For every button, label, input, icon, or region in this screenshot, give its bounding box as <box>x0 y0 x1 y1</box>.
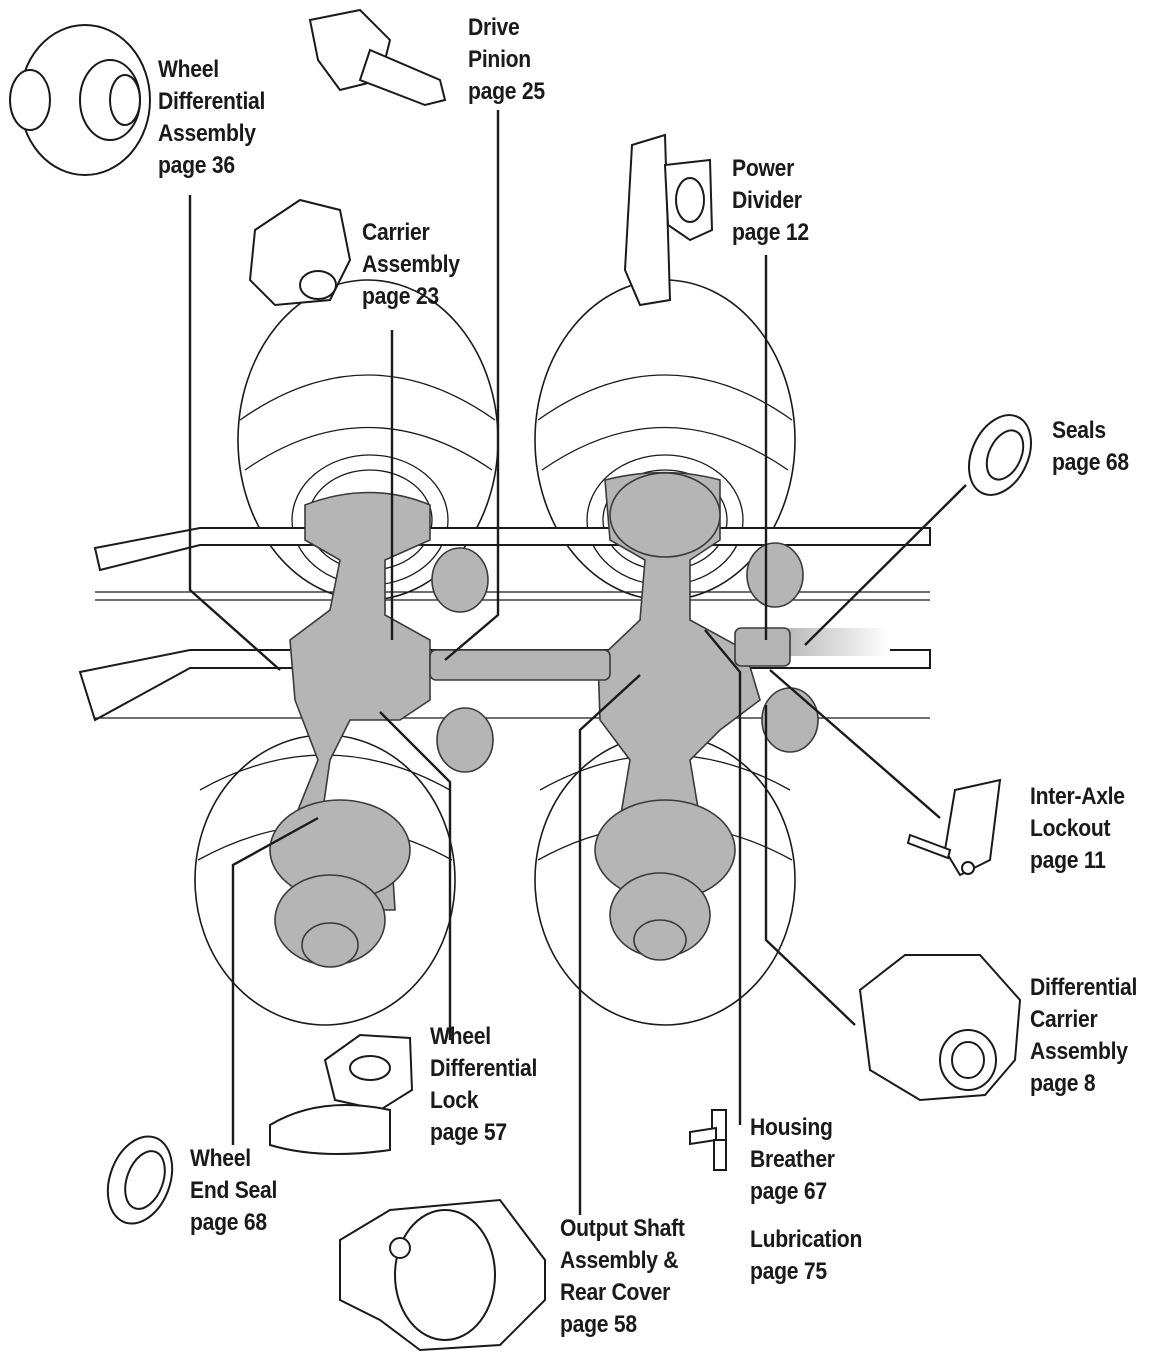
drive-pinion-part <box>310 10 445 105</box>
callout-power-divider: Power Divider page 12 <box>732 153 809 249</box>
callout-carrier-assembly: Carrier Assembly page 23 <box>362 217 460 313</box>
callout-differential-carrier-assembly: Differential Carrier Assembly page 8 <box>1030 972 1137 1100</box>
callout-seals: Seals page 68 <box>1052 415 1129 479</box>
output-shaft-rear-cover-part <box>340 1200 545 1350</box>
seals-part <box>957 405 1043 505</box>
callout-inter-axle-lockout: Inter-Axle Lockout page 11 <box>1030 781 1125 877</box>
callout-housing-breather: Housing Breather page 67 <box>750 1112 835 1208</box>
wheel-differential-lock-part <box>270 1035 412 1154</box>
power-divider-part <box>625 135 712 305</box>
callout-output-shaft-assembly: Output Shaft Assembly & Rear Cover page … <box>560 1213 685 1341</box>
wheel-differential-assembly-part <box>10 25 150 175</box>
callout-wheel-differential-assembly: Wheel Differential Assembly page 36 <box>158 54 265 182</box>
callout-wheel-end-seal: Wheel End Seal page 68 <box>190 1143 277 1239</box>
inter-axle-lockout-part <box>908 780 1000 875</box>
callout-drive-pinion: Drive Pinion page 25 <box>468 12 545 108</box>
callout-wheel-differential-lock: Wheel Differential Lock page 57 <box>430 1021 537 1149</box>
callout-lubrication: Lubrication page 75 <box>750 1224 862 1288</box>
differential-carrier-assembly-part <box>860 955 1020 1100</box>
carrier-assembly-part <box>250 200 350 305</box>
wheel-end-seal-part <box>96 1127 183 1232</box>
housing-breather-part <box>690 1110 726 1170</box>
